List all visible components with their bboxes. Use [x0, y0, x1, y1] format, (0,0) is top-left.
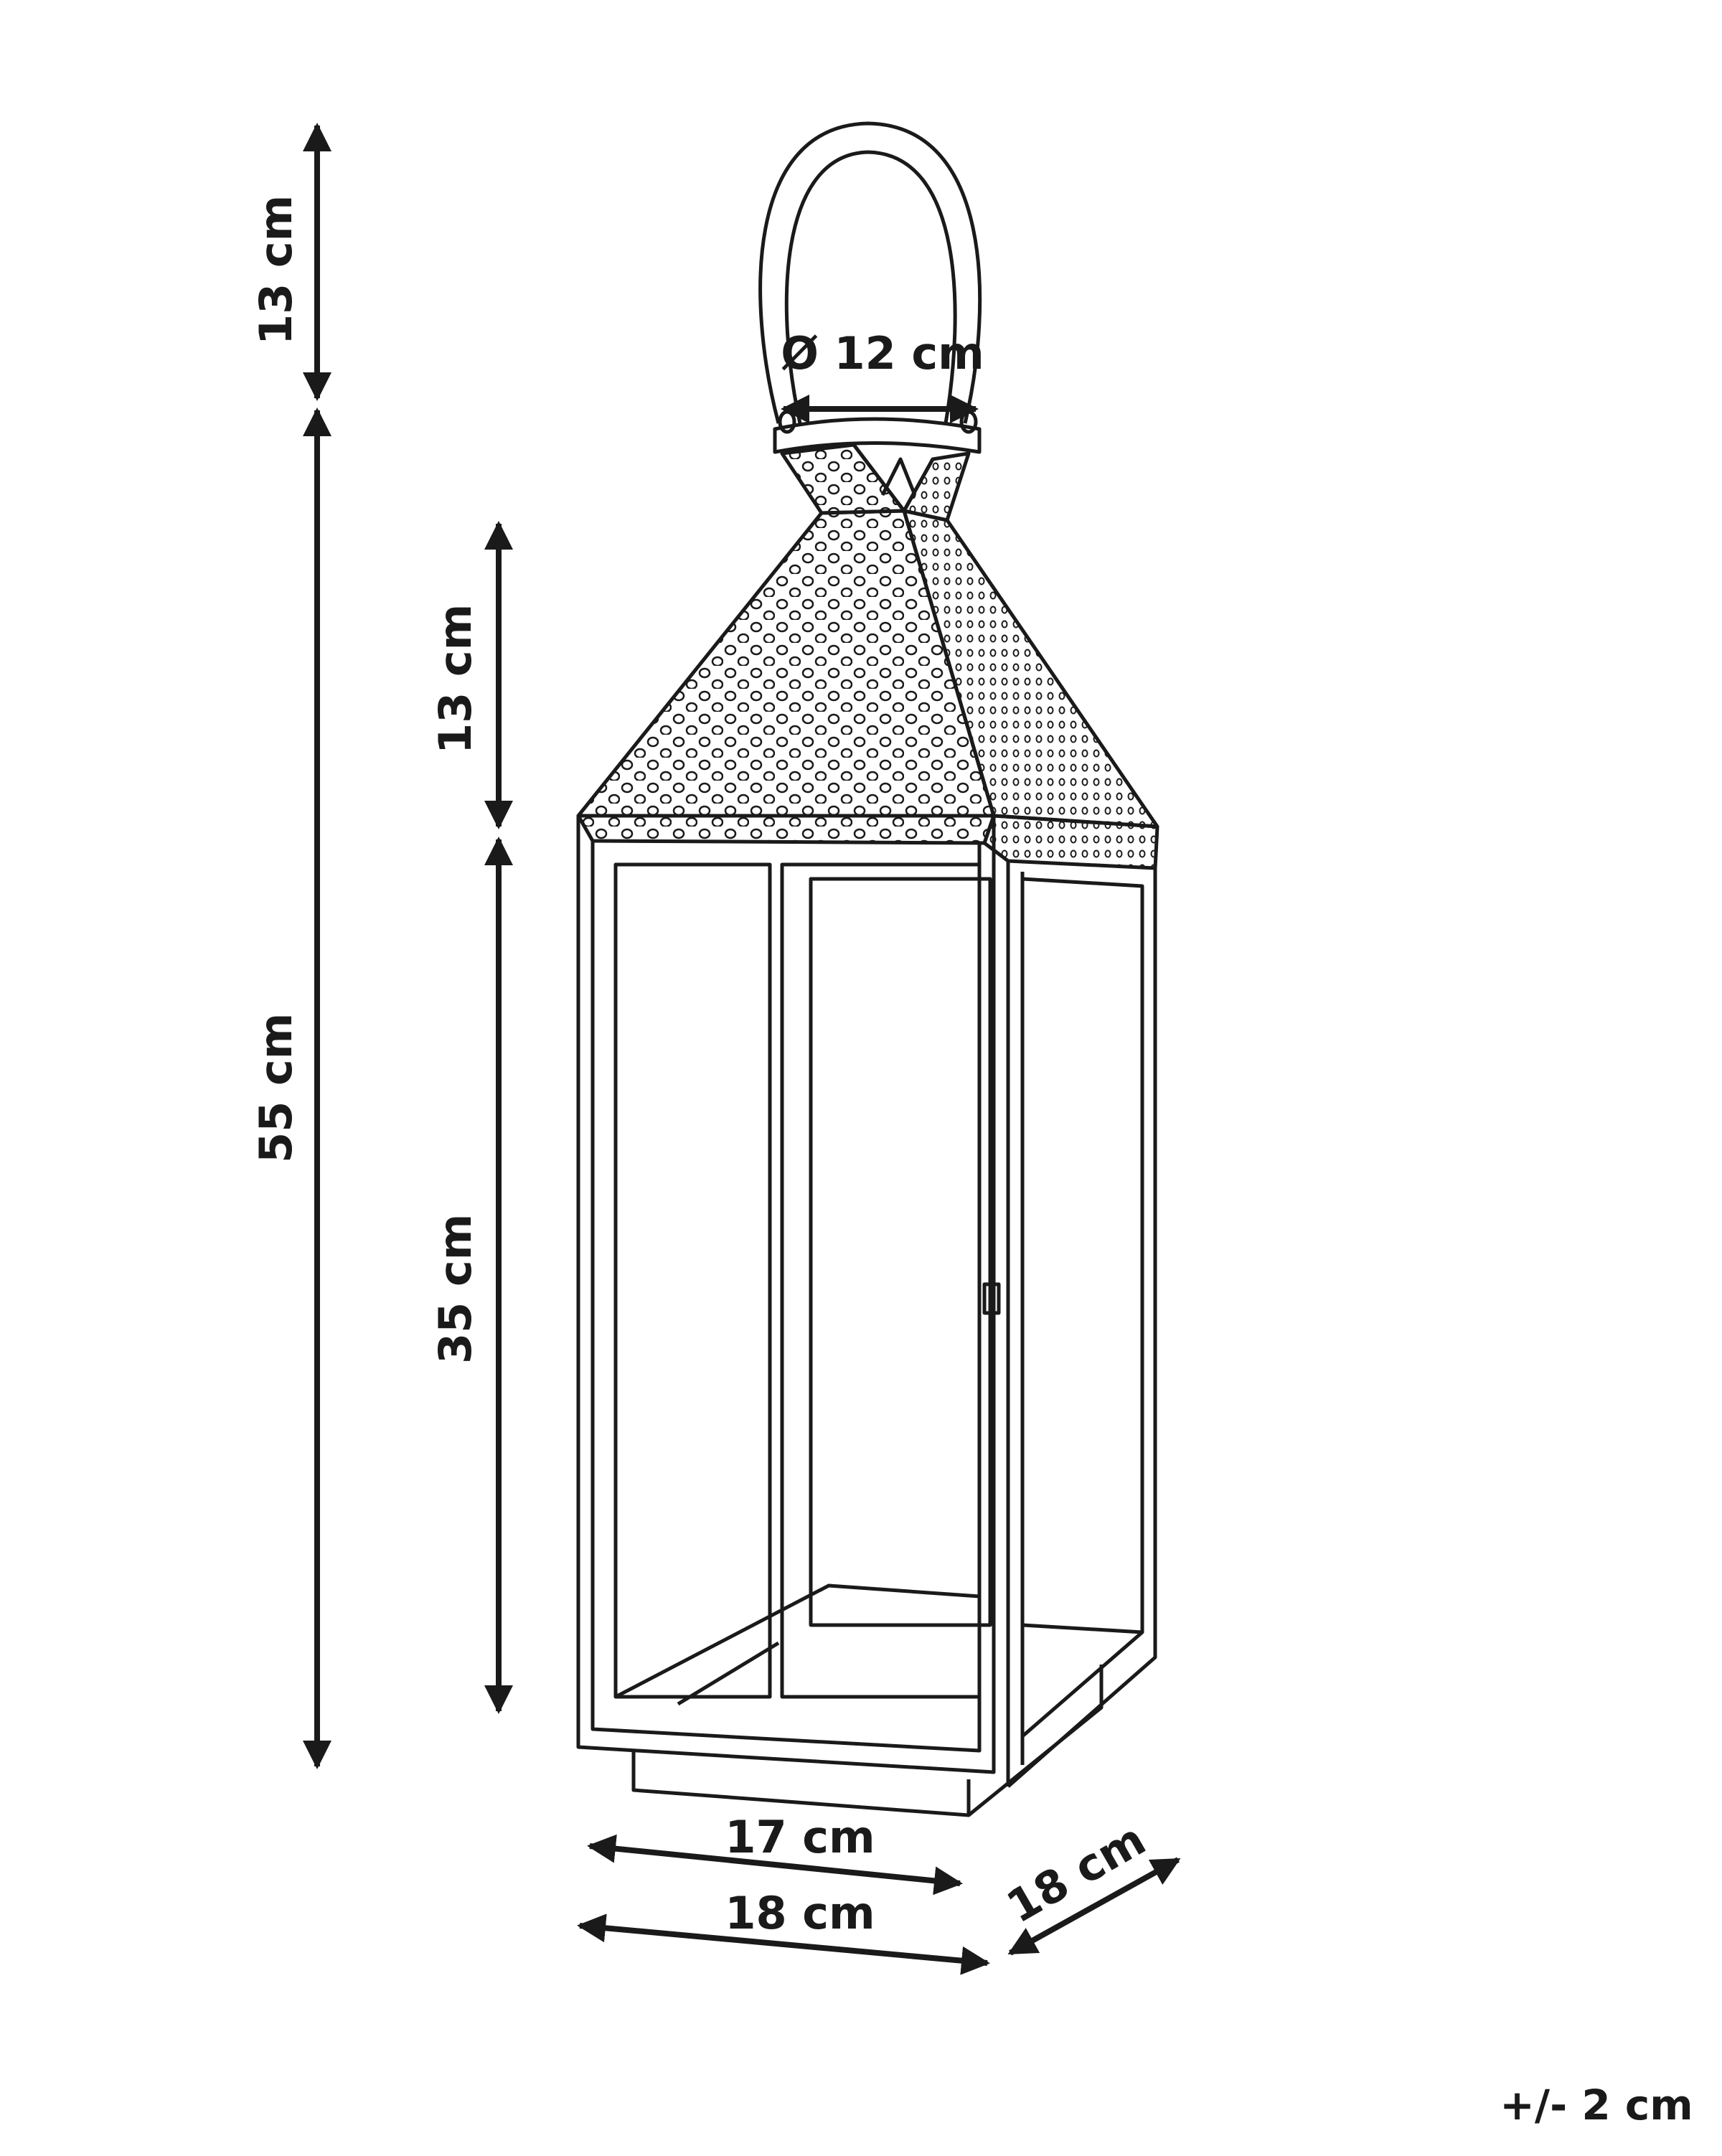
- label-total-width: 18 cm: [725, 1887, 875, 1939]
- roof: [576, 443, 1159, 870]
- label-roof-height: 13 cm: [429, 603, 481, 754]
- frame: [576, 816, 1157, 1817]
- dim-arrow-total-depth: [1007, 1857, 1181, 1956]
- dim-arrow-base-width: [587, 1834, 963, 1896]
- handle: [758, 121, 982, 454]
- label-handle-diameter: Ø 12 cm: [781, 327, 984, 380]
- label-handle-height: 13 cm: [250, 194, 302, 345]
- label-glass-height: 35 cm: [429, 1213, 481, 1364]
- label-base-width: 17 cm: [725, 1811, 875, 1863]
- dim-arrow-total-width: [577, 1913, 990, 1975]
- label-body-height: 55 cm: [250, 1012, 302, 1163]
- label-tolerance: +/- 2 cm: [1500, 2081, 1693, 2129]
